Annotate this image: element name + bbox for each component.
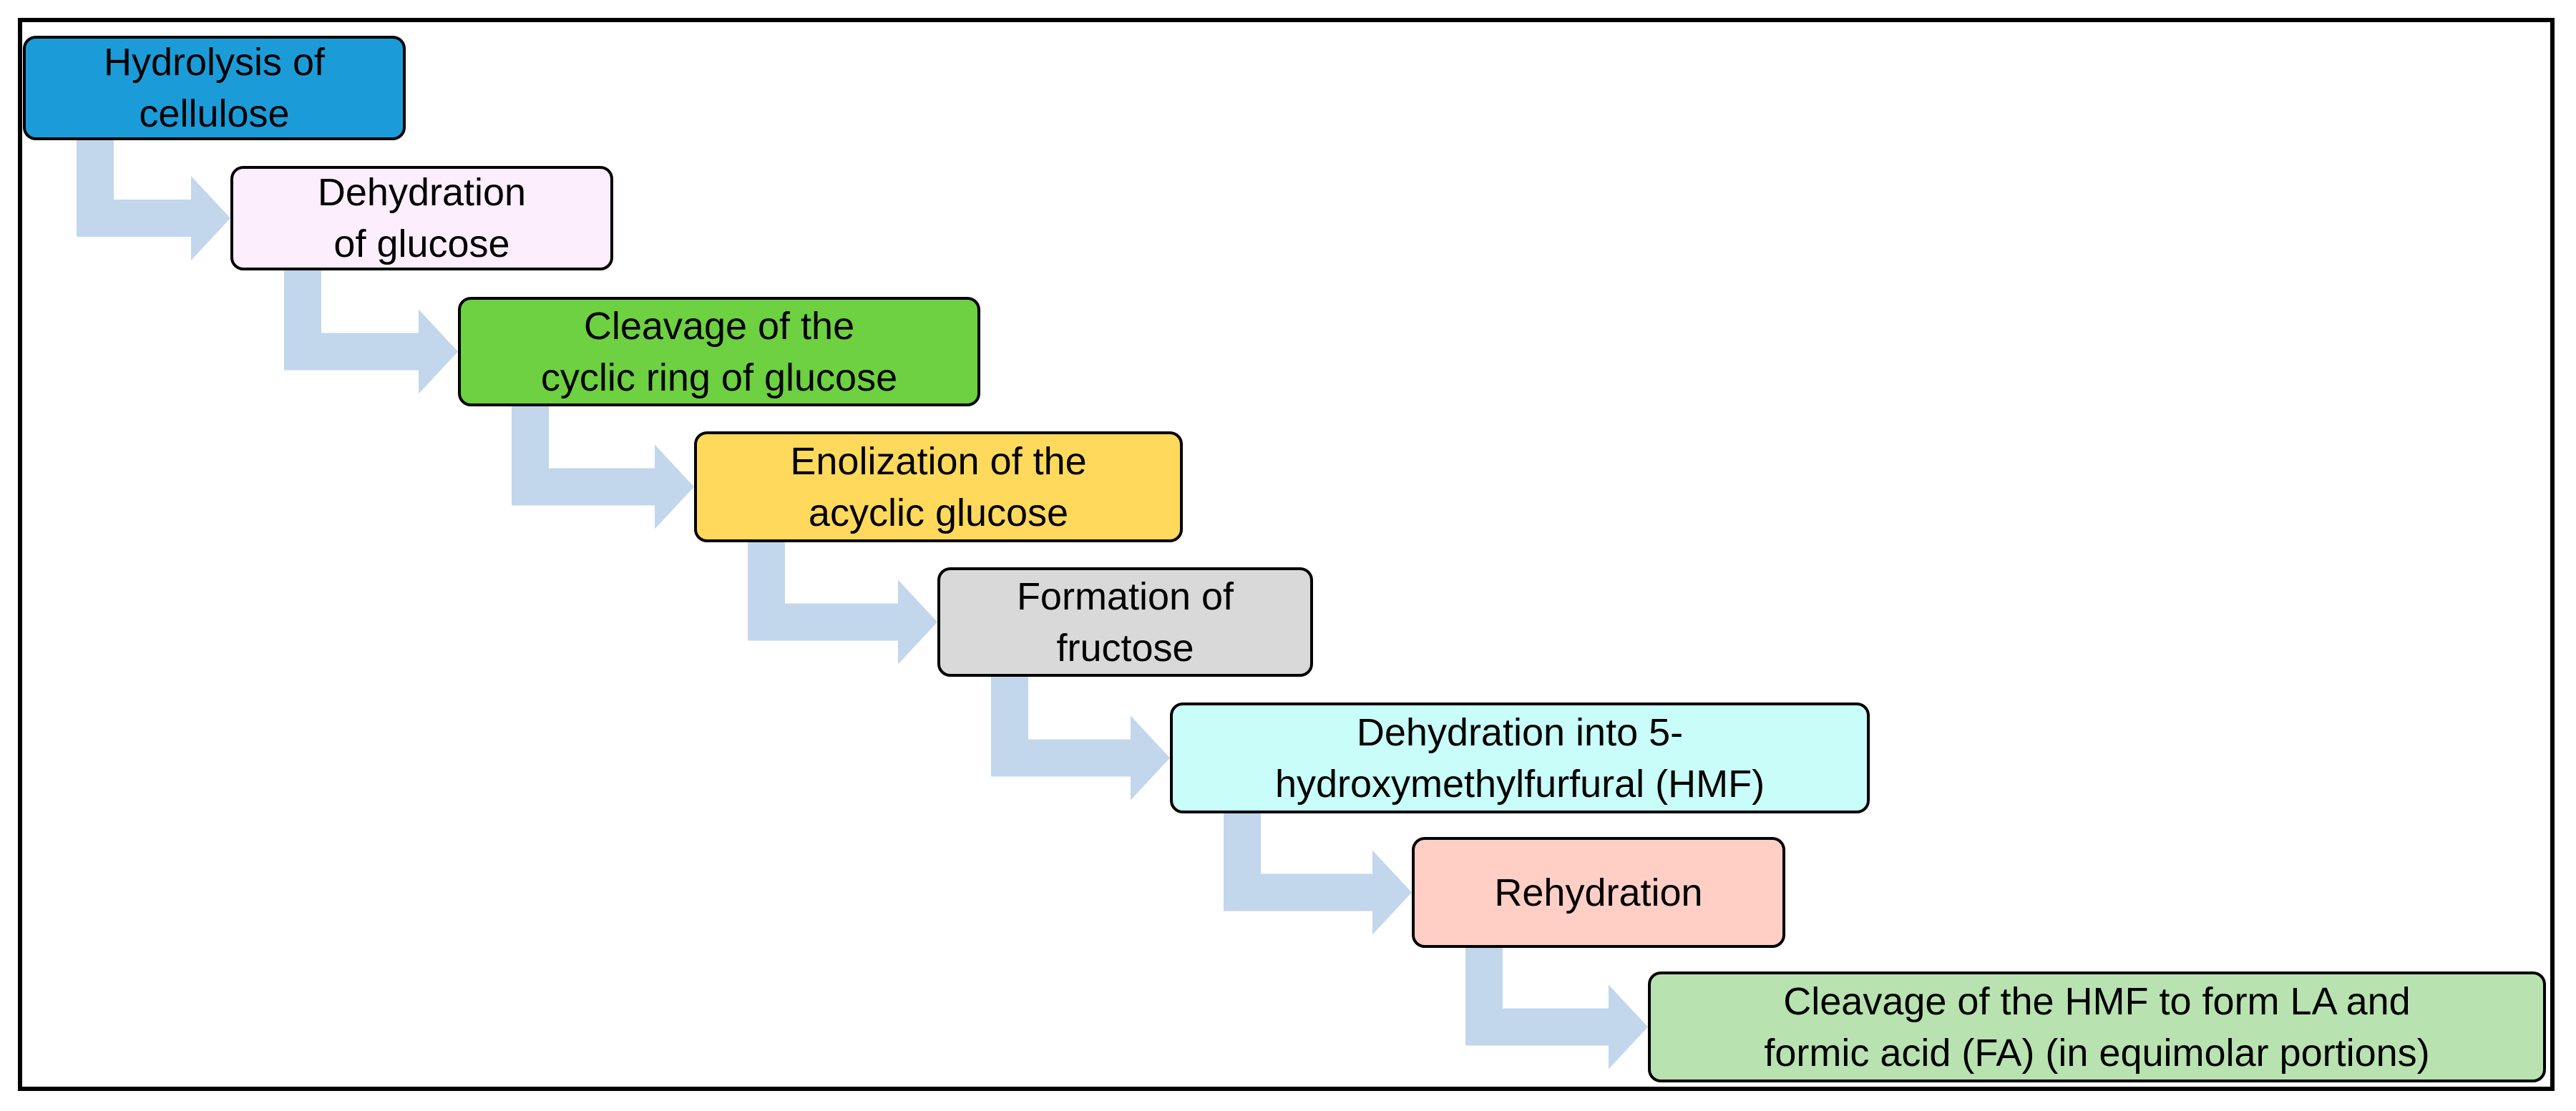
step-rehydration: Rehydration — [1412, 837, 1785, 948]
connector-arrow-4 — [748, 542, 937, 665]
connector-arrow-1 — [77, 140, 230, 260]
step-dehydration-into-hmf: Dehydration into 5- hydroxymethylfurfura… — [1170, 703, 1870, 813]
connector-arrow-6 — [1224, 813, 1412, 935]
connector-arrow-7 — [1465, 948, 1648, 1070]
step-label: Enolization of the acyclic glucose — [790, 439, 1087, 534]
connector-arrow-5 — [991, 677, 1170, 801]
step-formation-of-fructose: Formation of fructose — [937, 567, 1313, 677]
step-label: Formation of fructose — [1016, 574, 1234, 670]
connector-arrow-2 — [284, 270, 458, 394]
step-label: Dehydration into 5- hydroxymethylfurfura… — [1274, 710, 1765, 806]
step-label: Hydrolysis of cellulose — [103, 41, 326, 135]
step-label: Rehydration — [1494, 871, 1703, 914]
connector-arrow-3 — [512, 406, 694, 529]
step-cleavage-of-hmf: Cleavage of the HMF to form LA and formi… — [1648, 971, 2546, 1082]
step-label: Cleavage of the HMF to form LA and formi… — [1764, 979, 2430, 1075]
step-dehydration-of-glucose: Dehydration of glucose — [230, 166, 613, 270]
step-cleavage-cyclic-ring: Cleavage of the cyclic ring of glucose — [458, 297, 980, 406]
step-label: Dehydration of glucose — [317, 171, 527, 265]
step-hydrolysis-of-cellulose: Hydrolysis of cellulose — [23, 36, 406, 140]
step-label: Cleavage of the cyclic ring of glucose — [540, 304, 898, 399]
step-enolization-acyclic-glucose: Enolization of the acyclic glucose — [694, 431, 1183, 542]
